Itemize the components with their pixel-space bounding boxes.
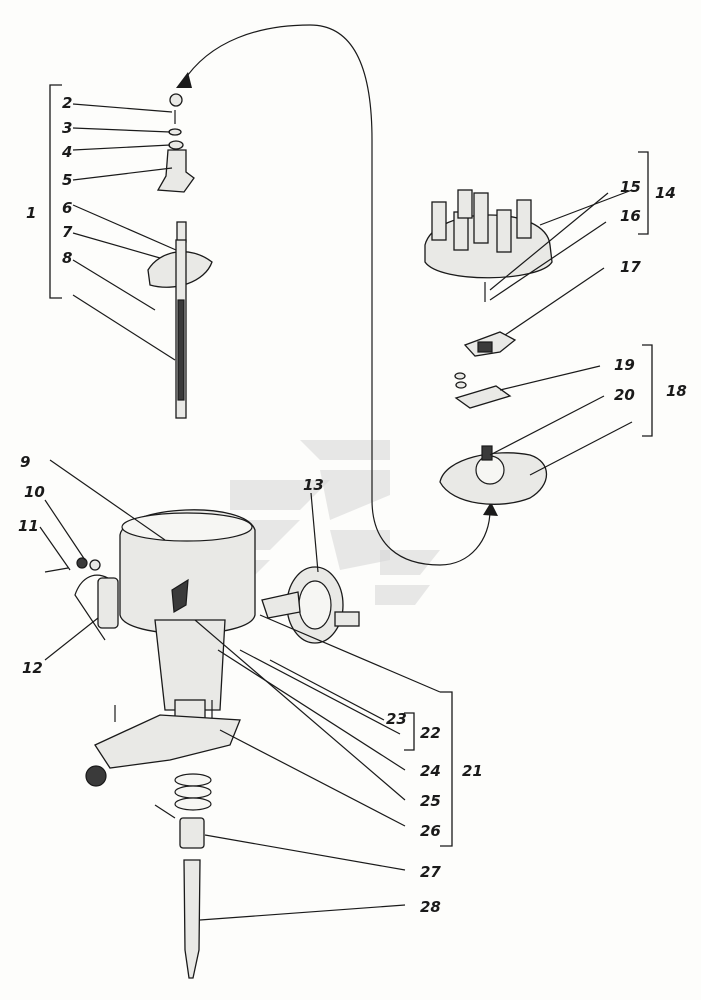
seal-rings [174, 773, 212, 811]
callout-26: 26 [420, 822, 441, 840]
condenser [74, 574, 119, 641]
arrow-head-right-icon [483, 502, 498, 516]
bracket-group-22 [404, 712, 415, 751]
callout-21: 21 [462, 762, 483, 780]
callout-9: 9 [20, 453, 30, 471]
callout-14: 14 [655, 184, 676, 202]
breaker-plate [439, 445, 547, 505]
callout-17: 17 [620, 258, 641, 276]
callout-19: 19 [614, 356, 635, 374]
callout-8: 8 [62, 249, 72, 267]
callout-10: 10 [24, 483, 45, 501]
distributor-cap [424, 189, 553, 302]
contact-spring [454, 372, 512, 409]
callout-23: 23 [386, 710, 407, 728]
callout-15: 15 [620, 178, 641, 196]
callout-16: 16 [620, 207, 641, 225]
distributor-housing [119, 509, 256, 736]
callout-18: 18 [666, 382, 687, 400]
coupling [154, 804, 205, 849]
callout-27: 27 [420, 863, 441, 881]
callout-5: 5 [62, 171, 72, 189]
terminal [44, 557, 101, 573]
vacuum-advance [261, 566, 360, 644]
callout-3: 3 [62, 119, 72, 137]
callout-24: 24 [420, 762, 441, 780]
arrow-head-top-icon [176, 72, 192, 88]
octane-corrector [85, 700, 241, 787]
rotor [463, 331, 517, 357]
callout-labels: 1 2 3 4 5 6 7 8 9 10 11 12 13 14 15 16 1… [18, 94, 687, 916]
callout-2: 2 [62, 94, 72, 112]
bracket-group-14 [638, 151, 649, 235]
callout-11: 11 [18, 517, 39, 535]
shaft-assembly [147, 93, 213, 419]
bracket-group-1 [49, 84, 62, 299]
assembly-arrow [176, 24, 498, 566]
callout-25: 25 [420, 792, 441, 810]
callout-7: 7 [62, 223, 73, 241]
bracket-group-18 [642, 344, 653, 437]
callout-20: 20 [614, 386, 635, 404]
drive-shaft [183, 859, 201, 979]
leader-lines [39, 103, 633, 921]
callout-13: 13 [303, 476, 324, 494]
callout-6: 6 [62, 199, 72, 217]
bracket-group-21 [440, 691, 453, 847]
callout-28: 28 [420, 898, 441, 916]
callout-12: 12 [22, 659, 43, 677]
callout-22: 22 [420, 724, 441, 742]
callout-4: 4 [61, 143, 72, 161]
callout-1: 1 [26, 204, 36, 222]
